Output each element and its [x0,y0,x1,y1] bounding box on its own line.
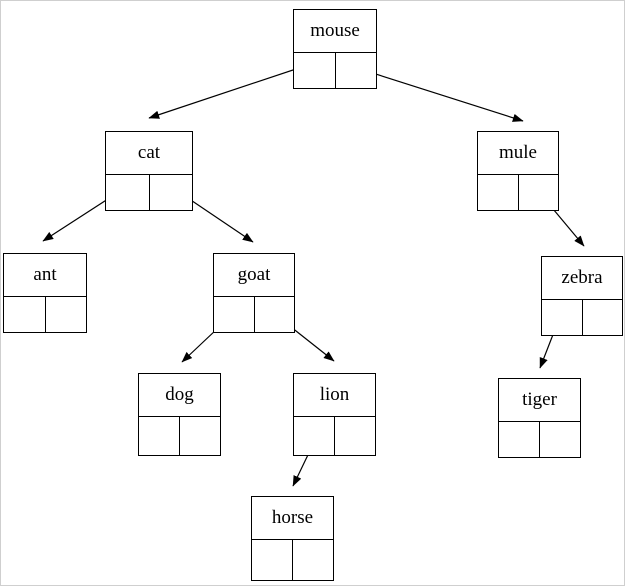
node-right-pointer-ant[interactable] [46,297,87,332]
node-right-pointer-dog[interactable] [180,417,220,455]
tree-node-mouse[interactable]: mouse [293,9,377,89]
node-right-pointer-horse[interactable] [293,540,333,580]
node-left-pointer-horse[interactable] [252,540,293,580]
node-right-pointer-mule[interactable] [519,175,559,210]
node-left-pointer-lion[interactable] [294,417,335,455]
node-left-pointer-tiger[interactable] [499,422,540,457]
node-pointer-row-goat [214,297,294,332]
tree-node-mule[interactable]: mule [477,131,559,211]
node-label-zebra: zebra [542,257,622,300]
node-pointer-row-ant [4,297,86,332]
node-right-pointer-tiger[interactable] [540,422,580,457]
node-pointer-row-mule [478,175,558,210]
node-left-pointer-dog[interactable] [139,417,180,455]
node-right-pointer-mouse[interactable] [336,53,377,88]
node-left-pointer-ant[interactable] [4,297,46,332]
tree-node-ant[interactable]: ant [3,253,87,333]
tree-node-lion[interactable]: lion [293,373,376,456]
tree-node-tiger[interactable]: tiger [498,378,581,458]
node-left-pointer-mouse[interactable] [294,53,336,88]
node-label-cat: cat [106,132,192,175]
node-left-pointer-zebra[interactable] [542,300,583,335]
node-right-pointer-goat[interactable] [255,297,295,332]
node-label-mule: mule [478,132,558,175]
node-pointer-row-zebra [542,300,622,335]
tree-node-cat[interactable]: cat [105,131,193,211]
tree-node-horse[interactable]: horse [251,496,334,581]
node-pointer-row-dog [139,417,220,455]
node-label-dog: dog [139,374,220,417]
node-right-pointer-lion[interactable] [335,417,375,455]
tree-node-goat[interactable]: goat [213,253,295,333]
node-pointer-row-cat [106,175,192,210]
node-left-pointer-cat[interactable] [106,175,150,210]
node-pointer-row-tiger [499,422,580,457]
node-pointer-row-mouse [294,53,376,88]
node-label-lion: lion [294,374,375,417]
tree-node-zebra[interactable]: zebra [541,256,623,336]
node-left-pointer-mule[interactable] [478,175,519,210]
node-left-pointer-goat[interactable] [214,297,255,332]
node-label-ant: ant [4,254,86,297]
node-label-horse: horse [252,497,333,540]
node-pointer-row-horse [252,540,333,580]
node-right-pointer-cat[interactable] [150,175,193,210]
node-pointer-row-lion [294,417,375,455]
node-label-goat: goat [214,254,294,297]
node-right-pointer-zebra[interactable] [583,300,623,335]
node-label-mouse: mouse [294,10,376,53]
tree-node-dog[interactable]: dog [138,373,221,456]
node-label-tiger: tiger [499,379,580,422]
